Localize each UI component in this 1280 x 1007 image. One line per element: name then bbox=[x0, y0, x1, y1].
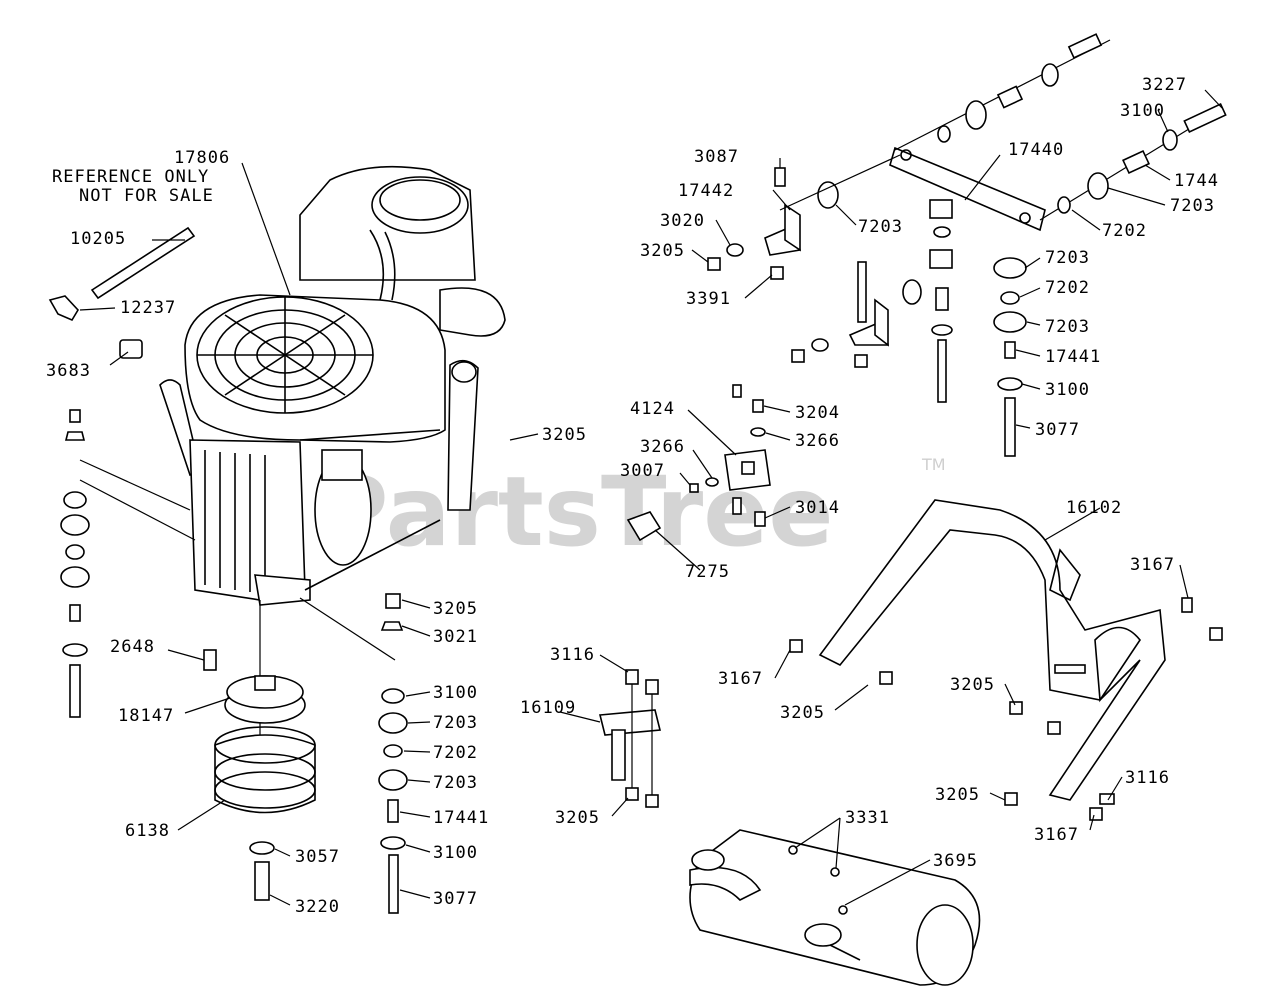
part-label-17441[interactable]: 17441 bbox=[433, 808, 489, 828]
mount-bracket-16109 bbox=[598, 669, 662, 808]
part-label-3205[interactable]: 3205 bbox=[950, 675, 995, 695]
part-number-labels: 17806 10205 12237 3683 3205 3205 3021 26… bbox=[46, 75, 1219, 917]
part-label-3100[interactable]: 3100 bbox=[1120, 101, 1165, 121]
part-label-3167[interactable]: 3167 bbox=[1034, 825, 1079, 845]
part-label-3204[interactable]: 3204 bbox=[795, 403, 840, 423]
part-label-1744[interactable]: 1744 bbox=[1174, 171, 1219, 191]
part-label-3205[interactable]: 3205 bbox=[555, 808, 600, 828]
part-label-3100[interactable]: 3100 bbox=[433, 843, 478, 863]
part-label-12237[interactable]: 12237 bbox=[120, 298, 176, 318]
part-label-7203[interactable]: 7203 bbox=[858, 217, 903, 237]
part-label-3021[interactable]: 3021 bbox=[433, 627, 478, 647]
part-label-7203[interactable]: 7203 bbox=[433, 713, 478, 733]
part-label-17441[interactable]: 17441 bbox=[1045, 347, 1101, 367]
part-label-3100[interactable]: 3100 bbox=[433, 683, 478, 703]
part-label-17440[interactable]: 17440 bbox=[1008, 140, 1064, 160]
part-label-3007[interactable]: 3007 bbox=[620, 461, 665, 481]
part-label-4124[interactable]: 4124 bbox=[630, 399, 675, 419]
part-label-3077[interactable]: 3077 bbox=[1035, 420, 1080, 440]
part-label-7203[interactable]: 7203 bbox=[1045, 248, 1090, 268]
reference-note: REFERENCE ONLY NOT FOR SALE bbox=[52, 167, 214, 206]
part-label-7202[interactable]: 7202 bbox=[433, 743, 478, 763]
part-label-3087[interactable]: 3087 bbox=[694, 147, 739, 167]
part-label-10205[interactable]: 10205 bbox=[70, 229, 126, 249]
part-label-3205[interactable]: 3205 bbox=[780, 703, 825, 723]
engine-assembly bbox=[159, 165, 506, 606]
part-label-3266[interactable]: 3266 bbox=[640, 437, 685, 457]
part-label-3116[interactable]: 3116 bbox=[1125, 768, 1170, 788]
part-label-3077[interactable]: 3077 bbox=[433, 889, 478, 909]
muffler-3695 bbox=[689, 829, 981, 986]
part-label-3057[interactable]: 3057 bbox=[295, 847, 340, 867]
sensor-bracket-assembly bbox=[626, 384, 771, 542]
part-label-7202[interactable]: 7202 bbox=[1102, 221, 1147, 241]
part-label-3266[interactable]: 3266 bbox=[795, 431, 840, 451]
reference-note-line2: NOT FOR SALE bbox=[79, 186, 214, 206]
part-label-3227[interactable]: 3227 bbox=[1142, 75, 1187, 95]
part-label-3100[interactable]: 3100 bbox=[1045, 380, 1090, 400]
part-label-16102[interactable]: 16102 bbox=[1066, 498, 1122, 518]
part-label-3205[interactable]: 3205 bbox=[640, 241, 685, 261]
part-label-3116[interactable]: 3116 bbox=[550, 645, 595, 665]
part-label-3331[interactable]: 3331 bbox=[845, 808, 890, 828]
part-label-3014[interactable]: 3014 bbox=[795, 498, 840, 518]
part-label-7203[interactable]: 7203 bbox=[1045, 317, 1090, 337]
part-label-7203[interactable]: 7203 bbox=[1170, 196, 1215, 216]
reference-note-line1: REFERENCE ONLY bbox=[52, 167, 209, 187]
crankshaft-pulley-assembly bbox=[203, 600, 316, 901]
part-label-17806[interactable]: 17806 bbox=[174, 148, 230, 168]
watermark-trademark: TM bbox=[921, 455, 946, 474]
elbow-fitting bbox=[48, 295, 79, 322]
part-label-3205[interactable]: 3205 bbox=[542, 425, 587, 445]
part-label-3205[interactable]: 3205 bbox=[935, 785, 980, 805]
part-label-3391[interactable]: 3391 bbox=[686, 289, 731, 309]
part-label-6138[interactable]: 6138 bbox=[125, 821, 170, 841]
part-label-16109[interactable]: 16109 bbox=[520, 698, 576, 718]
part-label-3205[interactable]: 3205 bbox=[433, 599, 478, 619]
part-label-3020[interactable]: 3020 bbox=[660, 211, 705, 231]
part-label-3683[interactable]: 3683 bbox=[46, 361, 91, 381]
part-label-3167[interactable]: 3167 bbox=[718, 669, 763, 689]
part-label-3220[interactable]: 3220 bbox=[295, 897, 340, 917]
part-label-7203[interactable]: 7203 bbox=[433, 773, 478, 793]
part-label-3695[interactable]: 3695 bbox=[933, 851, 978, 871]
left-mount-stack bbox=[60, 409, 196, 718]
leader-lines bbox=[79, 89, 1223, 906]
part-label-17442[interactable]: 17442 bbox=[678, 181, 734, 201]
part-label-18147[interactable]: 18147 bbox=[118, 706, 174, 726]
part-label-7275[interactable]: 7275 bbox=[685, 562, 730, 582]
part-label-7202[interactable]: 7202 bbox=[1045, 278, 1090, 298]
part-label-3167[interactable]: 3167 bbox=[1130, 555, 1175, 575]
part-label-2648[interactable]: 2648 bbox=[110, 637, 155, 657]
fuel-hose bbox=[90, 226, 196, 300]
upper-mount-assembly bbox=[707, 33, 1227, 457]
center-mount-stack bbox=[299, 593, 408, 914]
